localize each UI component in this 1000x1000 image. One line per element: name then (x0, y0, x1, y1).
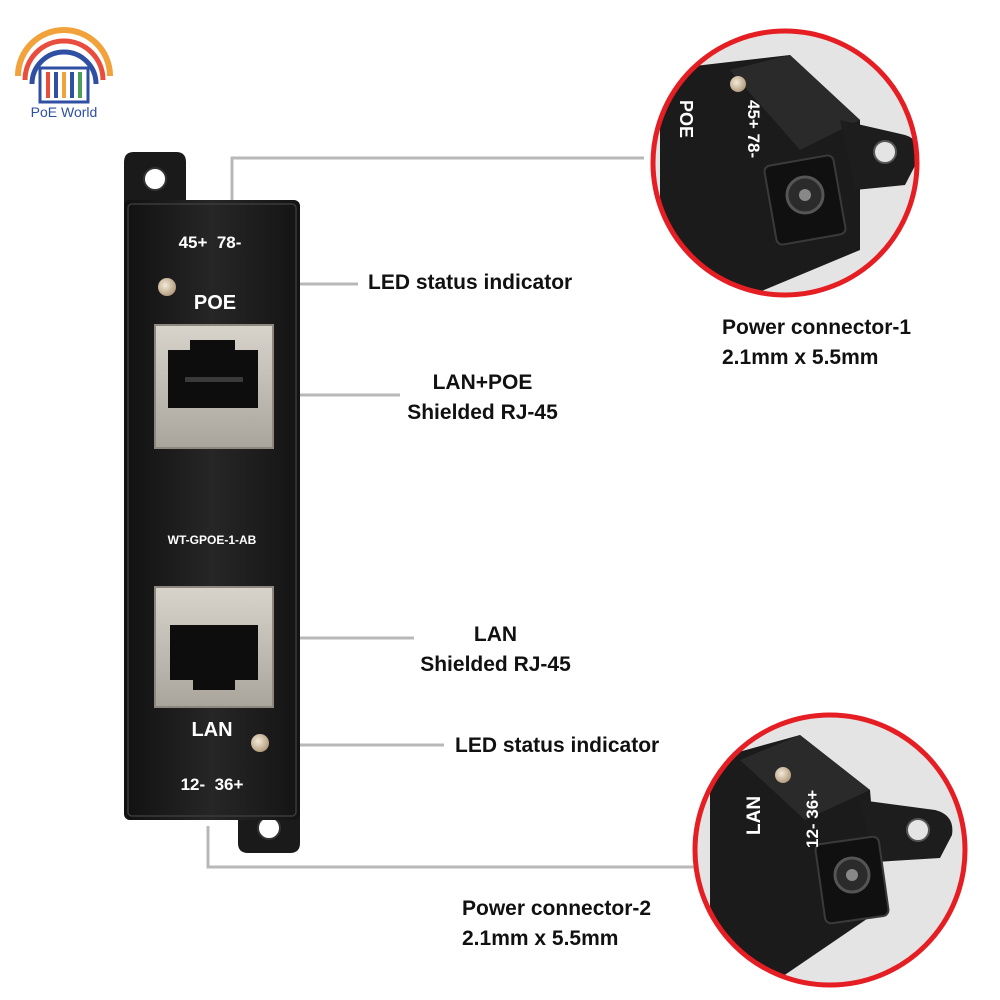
callout-led-bottom: LED status indicator (455, 731, 659, 761)
zoom-ring-top (650, 28, 920, 298)
line-power-2 (206, 826, 697, 869)
poe-port-label: POE (194, 292, 236, 314)
model-number: WT-GPOE-1-AB (168, 533, 257, 547)
rj45-port-lan-poe (154, 324, 274, 449)
line-power-1 (230, 156, 644, 200)
callout-lan-poe-line1: LAN+POE (432, 371, 533, 394)
callout-power-2-line1: Power connector-2 (462, 897, 652, 920)
callout-led-top-text: LED status indicator (368, 271, 573, 294)
callout-lan-line1: LAN (473, 623, 518, 646)
led-indicator-top (158, 278, 176, 296)
callout-lan-poe-line2: Shielded RJ-45 (407, 401, 558, 424)
callout-lan: LAN Shielded RJ-45 (408, 620, 583, 680)
top-polarity-label: 45+ 78- (179, 233, 242, 252)
logo-text: PoE World (30, 104, 98, 120)
callout-power-1-line1: Power connector-1 (722, 316, 912, 339)
callout-lan-line2: Shielded RJ-45 (420, 653, 571, 676)
zoom-bottom-port-label: LAN (744, 796, 765, 835)
zoom-power-connector-2: LAN 12- 36+ (692, 712, 968, 988)
callout-lan-poe: LAN+POE Shielded RJ-45 (395, 368, 570, 428)
callout-led-bottom-text: LED status indicator (455, 734, 660, 757)
bottom-polarity-label: 12- 36+ (181, 775, 244, 794)
top-mount-hole (143, 167, 167, 191)
bottom-mount-hole (257, 816, 281, 840)
callout-power-1-line2: 2.1mm x 5.5mm (722, 346, 879, 369)
zoom-top-polarity: 45+ 78- (744, 100, 763, 158)
rj45-port-lan (154, 586, 274, 708)
poe-splitter-device: 45+ 78- POE WT-GPOE-1-AB LAN 12- 36+ (124, 152, 300, 853)
callout-led-top: LED status indicator (368, 268, 572, 298)
zoom-power-connector-1: POE 45+ 78- (650, 28, 920, 298)
lan-port-label: LAN (191, 719, 232, 741)
callout-power-1: Power connector-1 2.1mm x 5.5mm (722, 313, 911, 373)
zoom-bottom-polarity: 12- 36+ (803, 790, 822, 848)
led-indicator-bottom (251, 734, 269, 752)
callout-power-2-line2: 2.1mm x 5.5mm (462, 927, 619, 950)
zoom-ring-bottom (692, 712, 968, 988)
zoom-top-port-label: POE (676, 100, 696, 138)
callout-power-2: Power connector-2 2.1mm x 5.5mm (462, 894, 651, 954)
poe-world-logo (15, 27, 113, 104)
